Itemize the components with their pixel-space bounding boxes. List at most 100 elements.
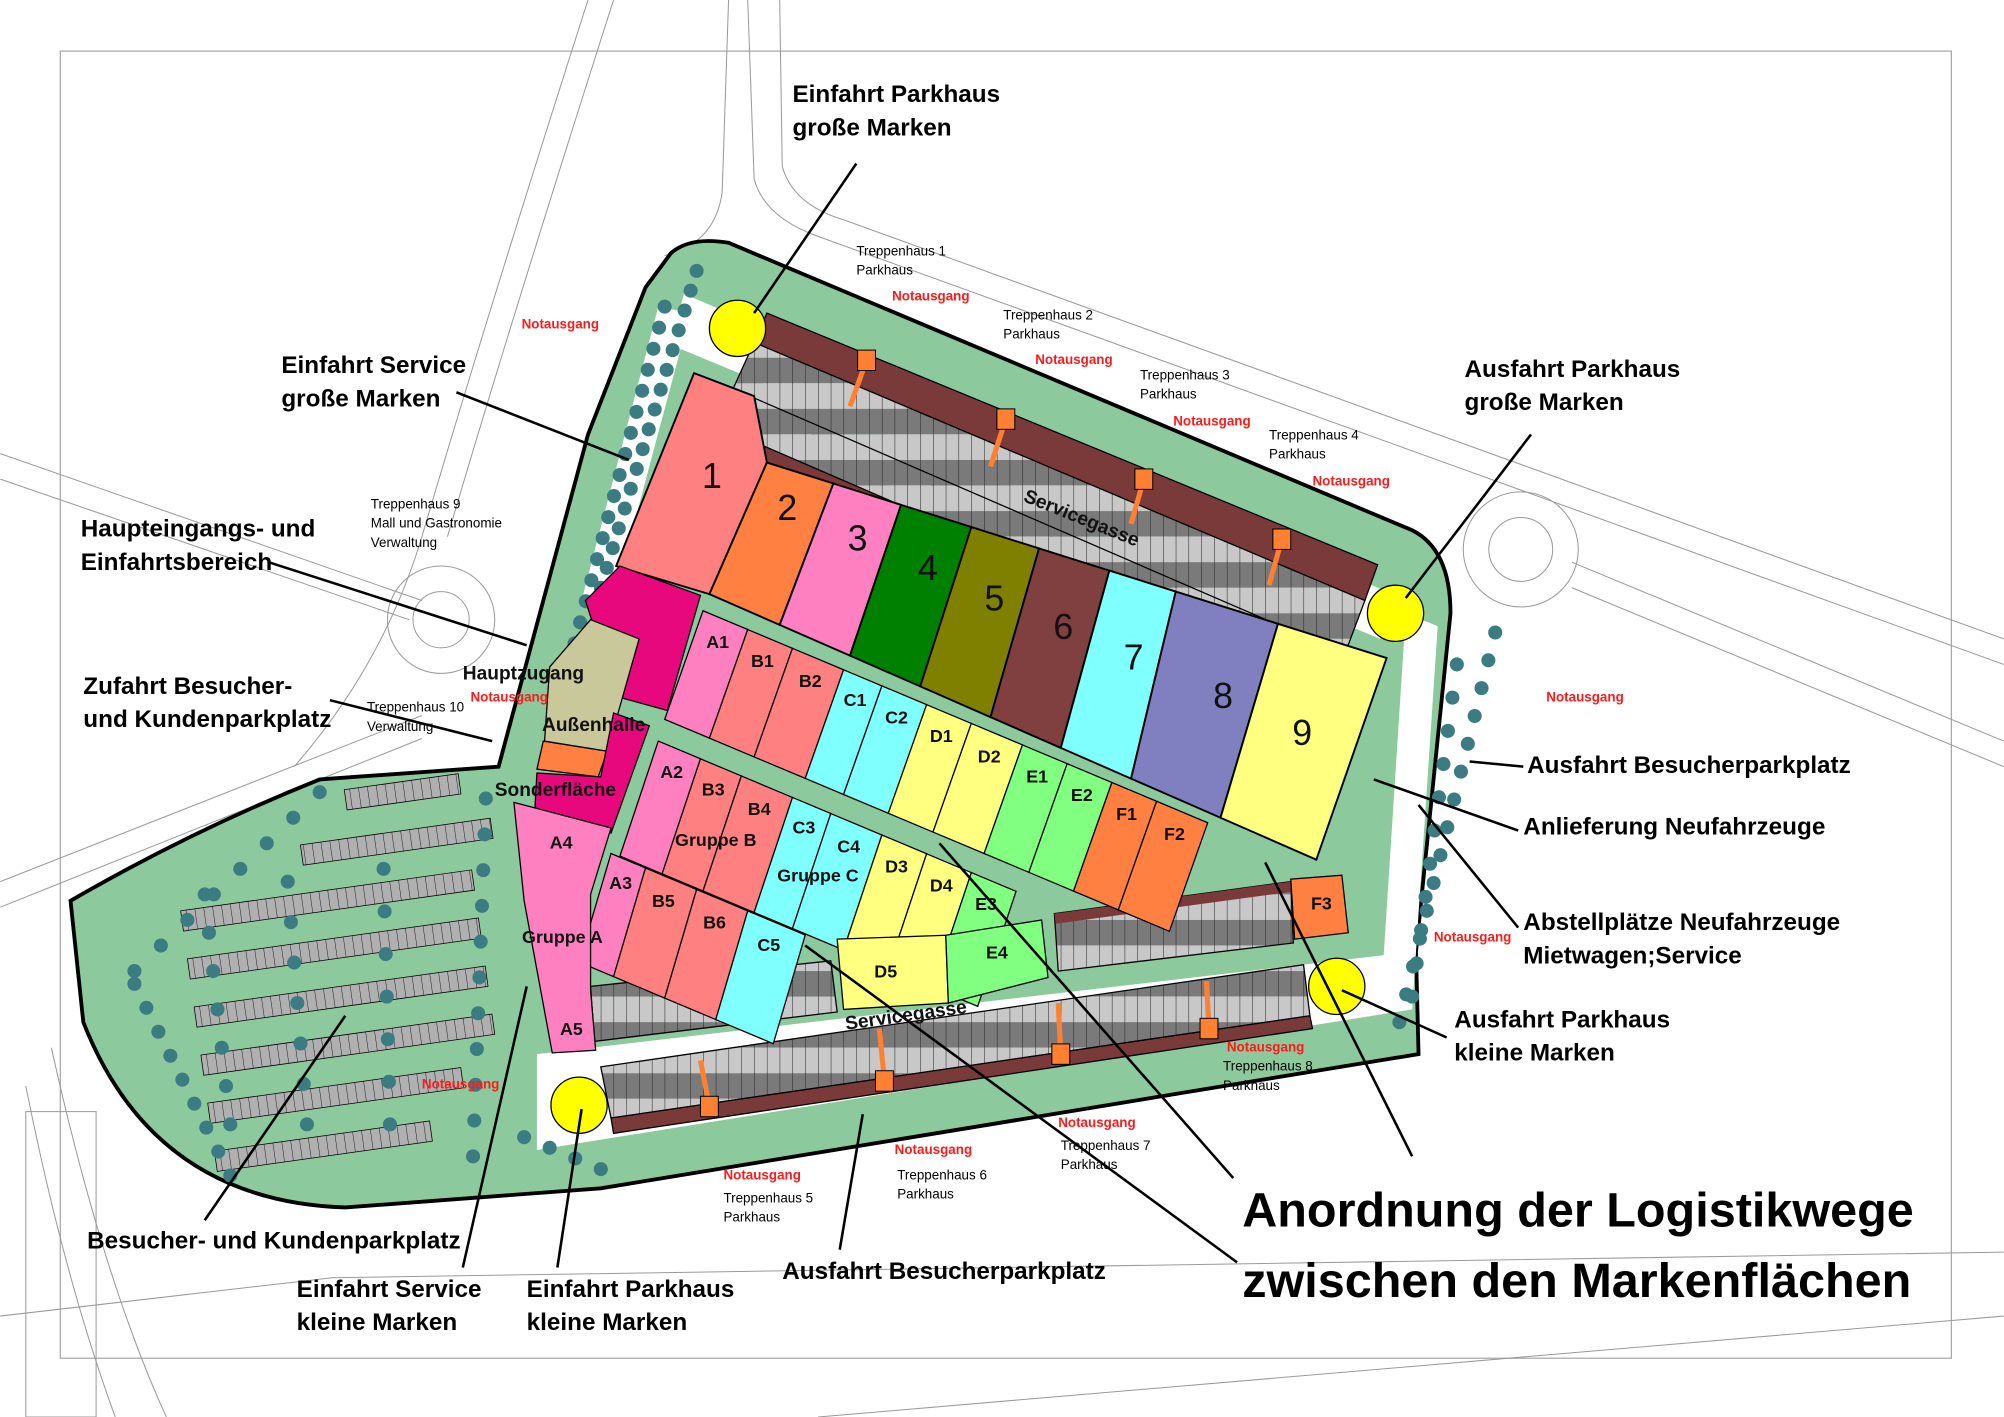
tree-icon bbox=[214, 1040, 229, 1055]
cell-label: B1 bbox=[751, 651, 774, 671]
cell-label: D3 bbox=[885, 856, 908, 876]
tree-icon bbox=[379, 989, 394, 1004]
brand-cells: A1B1B2C1C2D1D2E1E2F1F2A2B3B4C3C4D3D4E3A3… bbox=[578, 609, 1349, 1045]
stairwell-label-t4: Treppenhaus 4 bbox=[1269, 428, 1359, 443]
stairwell-label-t9: Verwaltung bbox=[371, 535, 437, 550]
parking-row bbox=[186, 917, 482, 980]
stairwell-label-t5: Treppenhaus 5 bbox=[723, 1190, 813, 1205]
stairwell-label-t6: Parkhaus bbox=[897, 1187, 954, 1202]
callout-ausfahrt-parkhaus-gross: große Marken bbox=[1465, 389, 1624, 416]
tree-icon bbox=[151, 1024, 166, 1039]
tree-icon bbox=[647, 402, 662, 417]
tree-icon bbox=[652, 320, 667, 335]
emergency-exit-label: Notausgang bbox=[1173, 413, 1250, 428]
cell-label: B5 bbox=[652, 891, 675, 911]
cell-label: C3 bbox=[793, 818, 816, 838]
tree-icon bbox=[283, 915, 298, 930]
cell-label: D1 bbox=[930, 726, 953, 746]
emergency-exit-label: Notausgang bbox=[1546, 689, 1623, 704]
cell-label: E3 bbox=[975, 894, 997, 914]
tree-icon bbox=[180, 912, 195, 927]
gate-marker-entry-large bbox=[708, 299, 767, 358]
cell-label: A2 bbox=[660, 762, 683, 782]
tree-icon bbox=[629, 461, 644, 476]
emergency-exit-label: Notausgang bbox=[470, 689, 547, 704]
tree-icon bbox=[127, 976, 142, 991]
stairwell-label-t8: Treppenhaus 8 bbox=[1223, 1059, 1313, 1074]
emergency-exit-label: Notausgang bbox=[1434, 930, 1511, 945]
callout-einfahrt-parkhaus-klein: kleine Marken bbox=[527, 1309, 687, 1336]
tree-icon bbox=[677, 303, 692, 318]
block-number-label: 3 bbox=[848, 519, 868, 559]
block-number-label: 8 bbox=[1213, 676, 1233, 716]
cell-label: C4 bbox=[837, 836, 860, 856]
tree-icon bbox=[1474, 681, 1489, 696]
emergency-exit-label: Notausgang bbox=[1035, 352, 1112, 367]
tree-icon bbox=[573, 615, 588, 630]
cell-label: B2 bbox=[799, 671, 822, 691]
stairwell-label-t4: Parkhaus bbox=[1269, 447, 1326, 462]
cell-label: E1 bbox=[1026, 766, 1048, 786]
emergency-exit-label: Notausgang bbox=[522, 316, 599, 331]
block-number-label: 4 bbox=[918, 548, 938, 588]
parking-row bbox=[207, 1067, 465, 1124]
tree-icon bbox=[376, 861, 391, 876]
stairwell-label-t10: Verwaltung bbox=[367, 719, 433, 734]
cell-label: E4 bbox=[986, 942, 1008, 962]
stairwell-icon bbox=[1272, 528, 1292, 550]
stairwell-label-t3: Treppenhaus 3 bbox=[1140, 367, 1230, 382]
callout-abstellplaetze: Mietwagen;Service bbox=[1523, 942, 1741, 969]
callout-ausfahrt-besucher-rechts: Ausfahrt Besucherparkplatz bbox=[1527, 752, 1851, 779]
cell-label: F2 bbox=[1164, 824, 1185, 844]
tree-icon bbox=[1447, 792, 1462, 807]
tree-icon bbox=[139, 1000, 154, 1015]
callout-einfahrt-parkhaus-klein: Einfahrt Parkhaus bbox=[527, 1276, 735, 1303]
tree-icon bbox=[187, 1096, 202, 1111]
cell-label: F3 bbox=[1311, 894, 1332, 914]
stairwell-icon bbox=[1134, 468, 1154, 490]
tree-icon bbox=[683, 283, 698, 298]
tree-icon bbox=[671, 323, 686, 338]
plan-title: zwischen den Markenflächen bbox=[1242, 1254, 1911, 1308]
tree-icon bbox=[635, 442, 650, 457]
brand-cell-F2[interactable] bbox=[1117, 800, 1209, 933]
tree-icon bbox=[382, 1117, 397, 1132]
group-a-column bbox=[513, 801, 612, 1054]
plan-title: Anordnung der Logistikwege bbox=[1242, 1184, 1914, 1238]
tree-icon bbox=[218, 1079, 234, 1094]
tree-icon bbox=[599, 560, 614, 575]
brand-cell-C5[interactable] bbox=[715, 910, 807, 1045]
tree-icon bbox=[312, 785, 327, 800]
tree-icon bbox=[1418, 889, 1433, 904]
tree-icon bbox=[287, 955, 302, 970]
tree-icon bbox=[623, 425, 638, 440]
callout-abstellplaetze: Abstellplätze Neufahrzeuge bbox=[1523, 909, 1840, 936]
tree-icon bbox=[1426, 875, 1441, 891]
brand-block-9[interactable] bbox=[1219, 622, 1388, 861]
tree-icon bbox=[612, 467, 627, 483]
callout-einfahrt-parkhaus-gross: Einfahrt Parkhaus bbox=[792, 81, 1000, 108]
gate-markers bbox=[550, 299, 1425, 1134]
stairwell-icon bbox=[996, 408, 1016, 430]
tree-icon bbox=[474, 898, 489, 913]
tree-icon bbox=[199, 1120, 214, 1135]
tree-icon bbox=[595, 531, 610, 546]
tree-icon bbox=[641, 422, 656, 437]
stairwell-label-t8: Parkhaus bbox=[1223, 1078, 1280, 1093]
tree-icon bbox=[290, 995, 305, 1011]
tree-icon bbox=[471, 1006, 486, 1021]
tree-icon bbox=[593, 1162, 608, 1177]
tree-icon bbox=[210, 1002, 225, 1017]
access-road-right bbox=[1380, 613, 1438, 1010]
tree-icon bbox=[1460, 736, 1475, 751]
tree-icon bbox=[689, 263, 704, 278]
special-area-label: Sonderfläche bbox=[495, 780, 616, 801]
emergency-exit-label: Notausgang bbox=[422, 1077, 499, 1092]
callout-zufahrt-besucher: Zufahrt Besucher- bbox=[83, 673, 292, 700]
tree-icon bbox=[1481, 653, 1496, 668]
cell-label: D4 bbox=[930, 875, 953, 895]
callout-zufahrt-besucher: und Kundenparkplatz bbox=[83, 706, 331, 733]
